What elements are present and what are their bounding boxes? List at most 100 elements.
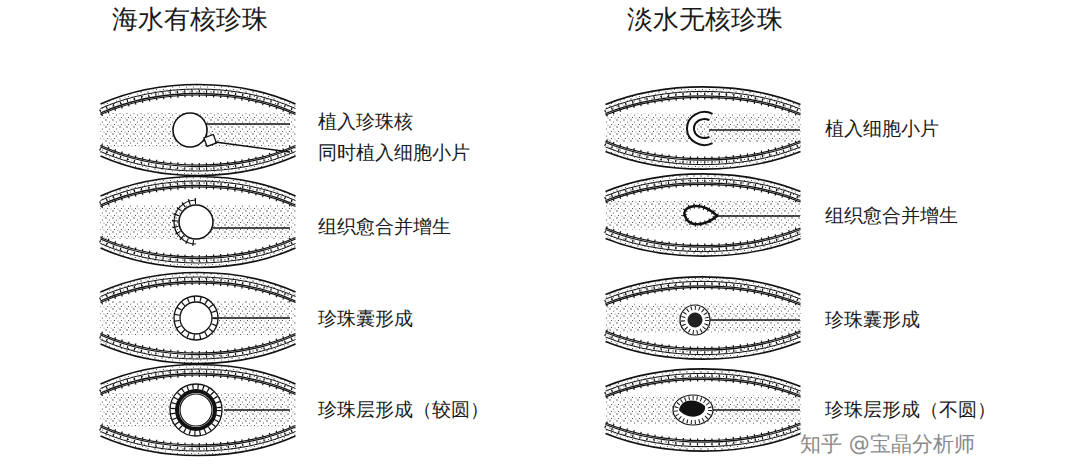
- epithelium-gap: [606, 183, 801, 201]
- tissue-section: [101, 177, 296, 268]
- pearl-sac: [673, 395, 713, 425]
- epithelium-inner: [606, 378, 801, 396]
- pearl-sac: [680, 305, 710, 335]
- epithelium-band: [101, 239, 296, 259]
- epithelium-inner: [101, 94, 296, 114]
- leader-line: [206, 123, 290, 124]
- step-label: 同时植入细胞小片: [318, 141, 470, 164]
- pearl-sac-cells: [173, 387, 219, 433]
- leader-line: [213, 227, 290, 228]
- epithelium-gap: [606, 333, 801, 351]
- epithelium-mid: [606, 91, 801, 109]
- leader-line: [717, 215, 800, 216]
- epithelium-inner: [606, 184, 801, 202]
- tissue-growth: [175, 201, 196, 243]
- epithelium-mid: [101, 277, 296, 297]
- epithelium-band: [606, 230, 801, 248]
- epithelium-band: [101, 186, 296, 206]
- epithelium-gap: [101, 147, 296, 167]
- epithelium-inner: [606, 183, 801, 201]
- column-title: 淡水无核珍珠: [627, 4, 783, 35]
- epithelium-band: [606, 425, 801, 443]
- nacre-layer: [177, 391, 215, 429]
- epithelium-mid: [606, 147, 801, 165]
- epithelium-inner: [606, 331, 801, 349]
- step-label: 组织愈合并增生: [825, 204, 958, 227]
- epithelium-inner: [101, 187, 296, 207]
- epithelium-gap: [101, 239, 296, 259]
- epithelium-cells: [606, 378, 801, 396]
- tissue-section: [101, 273, 296, 364]
- epithelium-band: [101, 94, 296, 114]
- irregular-pearl: [679, 400, 705, 416]
- pearl-sac-cells: [683, 308, 707, 332]
- epithelium-band: [606, 183, 801, 201]
- epithelium-cells: [606, 230, 801, 248]
- step-label: 珍珠囊形成: [318, 307, 413, 330]
- tissue-section: [606, 174, 801, 256]
- epithelium-mid: [606, 373, 801, 391]
- epithelium-cells: [606, 425, 801, 443]
- epithelium-cells: [101, 239, 296, 259]
- epithelium-mid: [606, 337, 801, 355]
- leader-line: [710, 319, 800, 320]
- epithelium-cells: [606, 183, 801, 201]
- epithelium-gap: [606, 425, 801, 443]
- leader-line: [218, 317, 290, 318]
- leader-line: [713, 409, 800, 410]
- step-label: 珍珠层形成（不圆）: [825, 398, 996, 421]
- epithelium-inner: [101, 239, 296, 259]
- epithelium-mid: [101, 89, 296, 109]
- watermark: 知乎 @宝晶分析师: [800, 432, 975, 457]
- epithelium-gap: [606, 286, 801, 304]
- tissue-growth: [684, 206, 717, 224]
- epithelium-gap: [101, 186, 296, 206]
- tissue-section: [101, 365, 296, 456]
- pearl-core: [688, 313, 702, 327]
- epithelium-inner: [606, 287, 801, 305]
- pearl-nucleus: [180, 302, 212, 334]
- epithelium-cells: [101, 147, 296, 167]
- step-label: 植入珍珠核: [318, 110, 413, 133]
- epithelium-band: [101, 147, 296, 167]
- epithelium-inner: [101, 95, 296, 115]
- step-label: 组织愈合并增生: [318, 215, 451, 238]
- step-label: 植入细胞小片: [825, 117, 939, 140]
- epithelium-inner: [101, 186, 296, 206]
- pearl-nucleus: [179, 205, 213, 239]
- leader-line: [215, 142, 290, 152]
- mantle-graft: [690, 116, 711, 142]
- tissue-section: [606, 277, 801, 359]
- pearl-sac-cells: [676, 398, 710, 422]
- epithelium-band: [606, 286, 801, 304]
- pearl-sac: [170, 384, 222, 436]
- mantle-graft: [690, 116, 711, 142]
- epithelium-cells: [606, 96, 801, 114]
- epithelium-inner: [606, 424, 801, 442]
- epithelium-inner: [606, 423, 801, 441]
- epithelium-gap: [606, 96, 801, 114]
- pearl-nucleus: [173, 113, 207, 147]
- epithelium-inner: [606, 379, 801, 397]
- column-title: 海水有核珍珠: [112, 4, 268, 35]
- epithelium-band: [606, 378, 801, 396]
- epithelium-cells: [101, 94, 296, 114]
- epithelium-inner: [606, 229, 801, 247]
- tissue-cells: [684, 206, 717, 224]
- epithelium-inner: [101, 238, 296, 258]
- pearl-nucleus: [180, 394, 212, 426]
- step-label: 珍珠囊形成: [825, 308, 920, 331]
- epithelium-mid: [101, 340, 296, 360]
- leader-line: [709, 129, 800, 130]
- epithelium-mid: [101, 181, 296, 201]
- epithelium-mid: [101, 244, 296, 264]
- tissue-section: [101, 85, 296, 176]
- epithelium-mid: [606, 281, 801, 299]
- epithelium-mid: [606, 234, 801, 252]
- epithelium-inner: [606, 332, 801, 350]
- tissue-section: [606, 87, 801, 169]
- epithelium-inner: [101, 147, 296, 167]
- epithelium-inner: [606, 228, 801, 246]
- epithelium-mid: [606, 429, 801, 447]
